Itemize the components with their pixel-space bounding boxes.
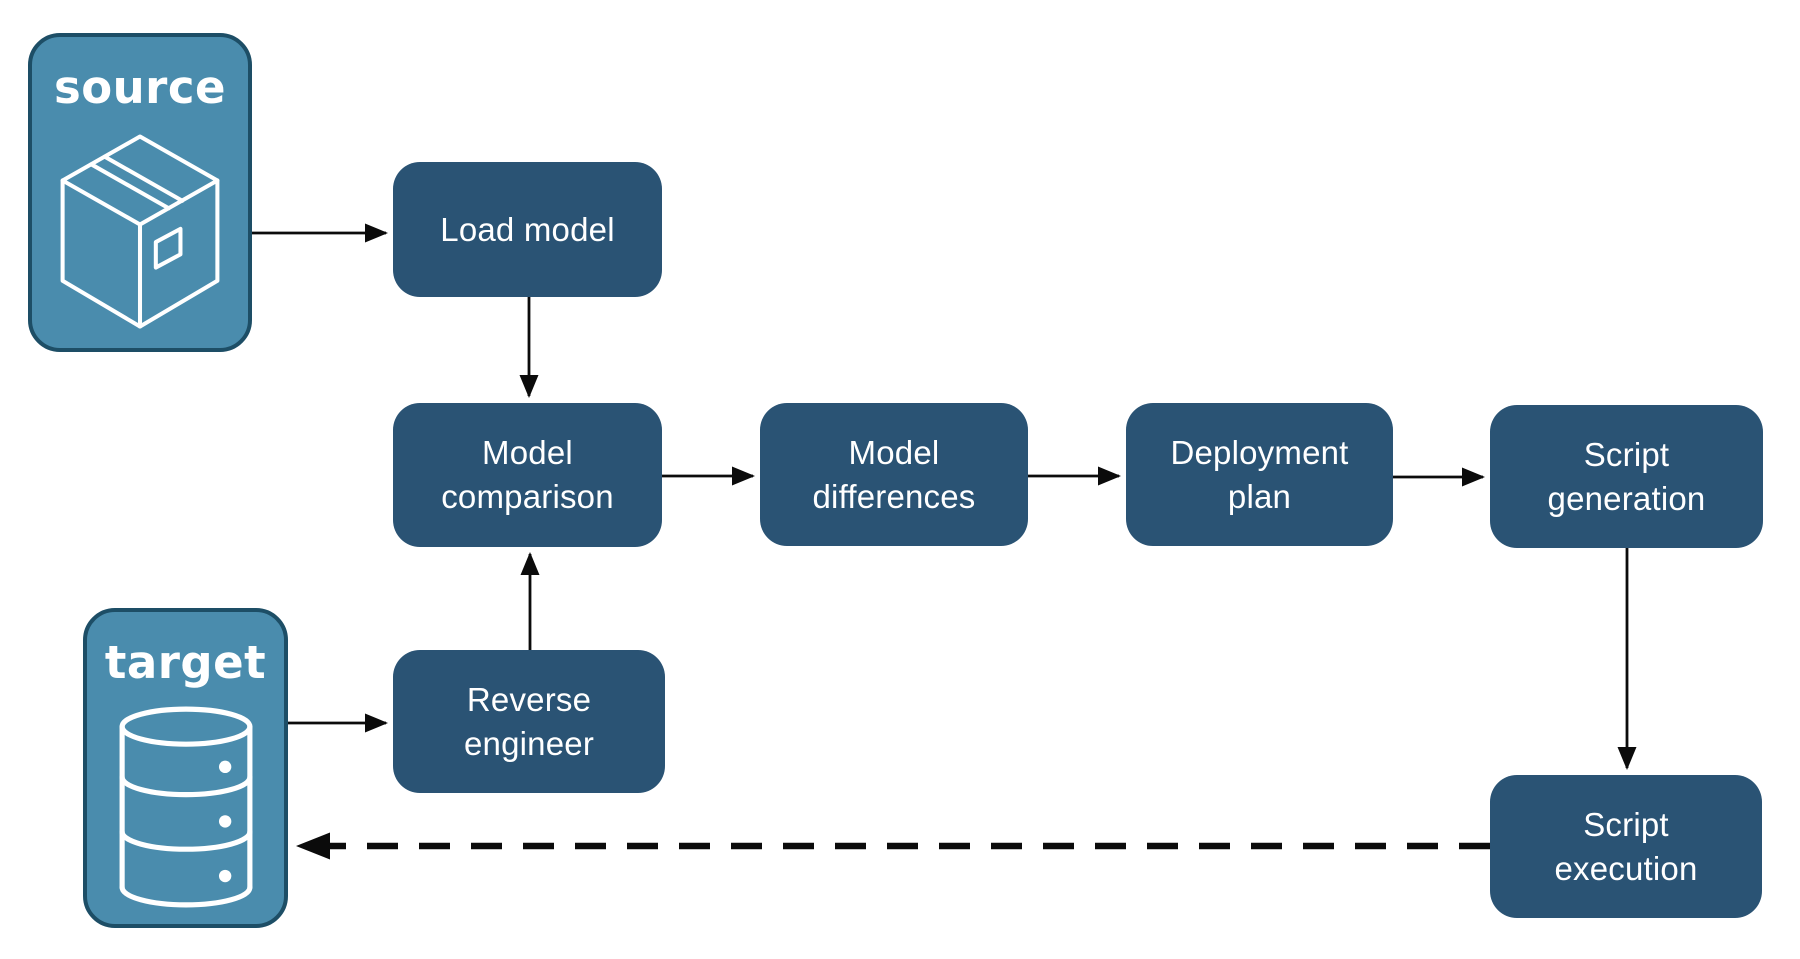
node-script-generation-label: Script generation: [1547, 435, 1706, 517]
node-script-generation: Script generation: [1490, 405, 1763, 548]
endpoint-target: target: [83, 608, 288, 928]
target-label: target: [104, 636, 267, 689]
node-reverse-engineer: Reverse engineer: [393, 650, 665, 793]
node-model-differences-label: Model differences: [812, 433, 976, 515]
target-icon-wrap: [87, 689, 284, 924]
node-load-model-label: Load model: [440, 210, 615, 248]
endpoint-source: source: [28, 33, 252, 352]
node-deployment-plan: Deployment plan: [1126, 403, 1393, 546]
source-icon-wrap: [32, 114, 248, 348]
node-model-comparison: Model comparison: [393, 403, 662, 547]
node-script-execution: Script execution: [1490, 775, 1762, 918]
node-model-differences: Model differences: [760, 403, 1028, 546]
node-script-execution-label: Script execution: [1554, 805, 1698, 887]
package-icon: [60, 133, 220, 329]
node-reverse-engineer-label: Reverse engineer: [463, 680, 595, 762]
node-load-model: Load model: [393, 162, 662, 297]
node-model-comparison-label: Model comparison: [441, 434, 614, 515]
node-deployment-plan-label: Deployment plan: [1170, 433, 1349, 515]
source-label: source: [53, 61, 227, 114]
database-icon: [119, 706, 252, 907]
